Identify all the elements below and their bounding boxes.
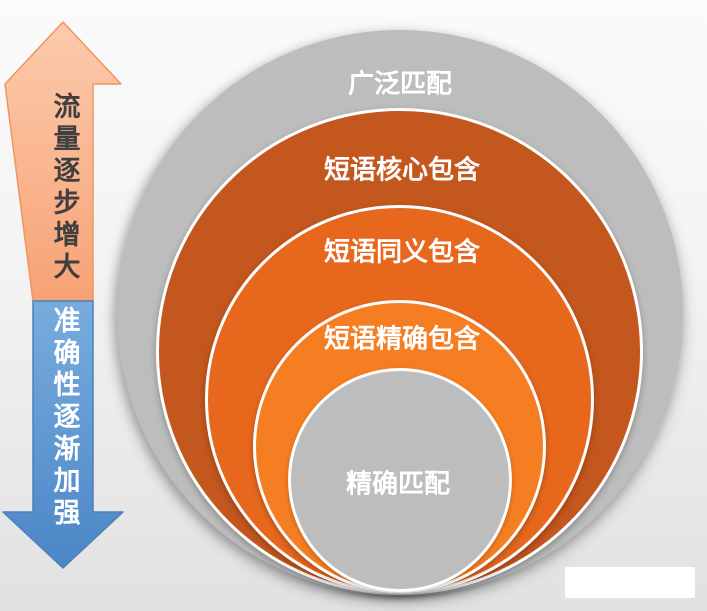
traffic-accuracy-arrows: [2, 21, 124, 569]
watermark-cover: [565, 567, 695, 598]
circle-label-broad-match: 广泛匹配: [347, 69, 453, 99]
circle-5: [288, 368, 512, 592]
down-arrow-shape: [2, 300, 124, 569]
down-arrow-label: 准确性逐渐加强: [49, 306, 80, 530]
up-arrow-label: 流量逐步增大: [49, 92, 80, 284]
circle-label-phrase-core: 短语核心包含: [323, 155, 481, 185]
circle-label-phrase-synonym: 短语同义包含: [323, 237, 481, 267]
circle-label-exact-match: 精确匹配: [345, 469, 451, 499]
circle-label-phrase-exact: 短语精确包含: [323, 324, 481, 354]
